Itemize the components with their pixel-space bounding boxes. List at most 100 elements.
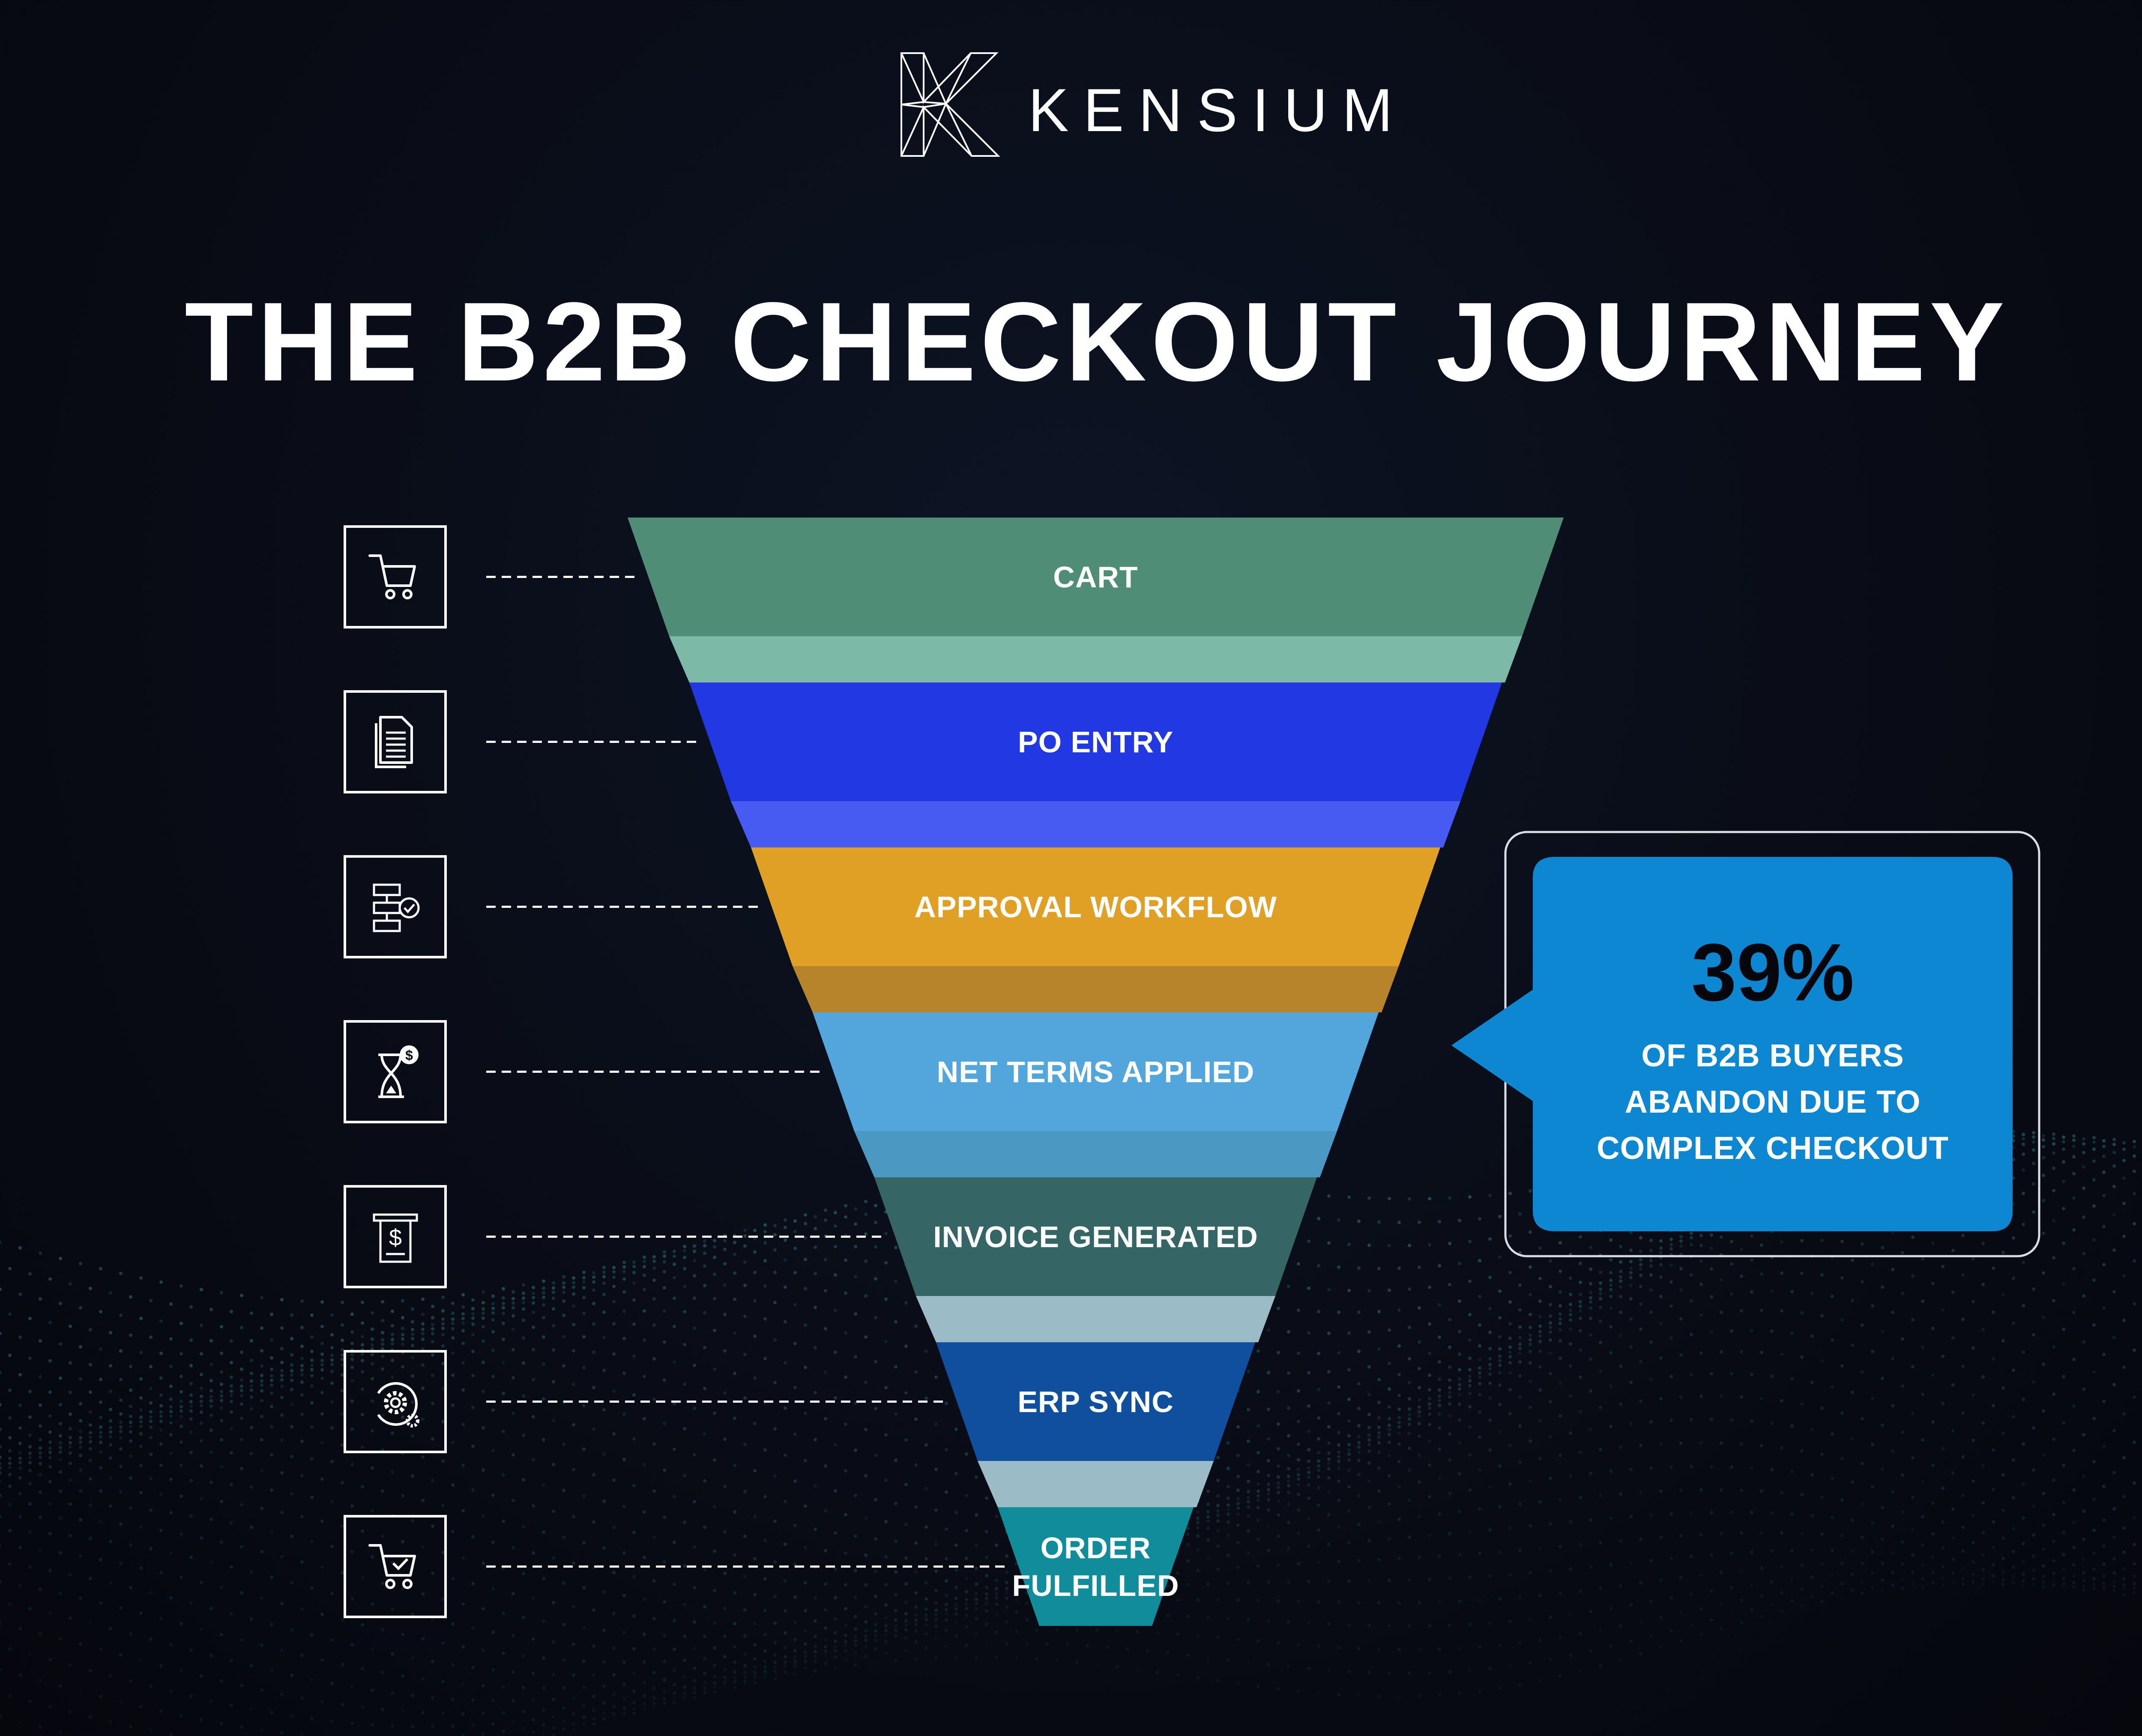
bg-dot — [2022, 1132, 2025, 1136]
bg-dot — [471, 1316, 475, 1320]
bg-dot — [602, 1293, 606, 1296]
bg-dot — [1307, 1239, 1310, 1243]
bg-dot — [1408, 1357, 1411, 1361]
bg-dot — [2042, 1173, 2045, 1177]
bg-dot — [1227, 1441, 1230, 1445]
bg-dot — [341, 1363, 344, 1367]
bg-dot — [864, 1294, 868, 1298]
bg-dot — [391, 1332, 394, 1336]
bg-dot — [652, 1323, 656, 1327]
bg-dot — [1428, 1373, 1431, 1377]
bg-dot — [330, 1346, 334, 1350]
bg-dot — [2052, 1132, 2055, 1136]
bg-dot — [914, 1324, 918, 1328]
bg-dot — [1428, 1285, 1431, 1289]
bg-dot — [1267, 1407, 1270, 1411]
bg-dot — [310, 1314, 314, 1317]
bg-dot — [1408, 1381, 1411, 1384]
bg-dot — [69, 1427, 72, 1431]
bg-dot — [643, 1288, 646, 1291]
bg-dot — [1307, 1286, 1310, 1290]
bg-dot — [1639, 1236, 1642, 1239]
bg-dot — [1327, 1288, 1331, 1292]
bg-dot — [612, 1322, 616, 1326]
bg-dot — [713, 1272, 716, 1276]
bg-dot — [149, 1386, 153, 1390]
bg-dot — [491, 1318, 495, 1322]
bg-dot — [59, 1376, 62, 1380]
bg-dot — [270, 1338, 273, 1342]
bg-dot — [8, 1436, 12, 1440]
bg-dot — [1559, 1241, 1562, 1245]
bg-dot — [320, 1352, 324, 1356]
bg-dot — [2092, 1178, 2096, 1182]
bg-dot — [240, 1368, 243, 1371]
bg-dot — [1438, 1360, 1441, 1364]
bg-dot — [542, 1296, 545, 1299]
bg-dot — [632, 1271, 636, 1275]
bg-dot — [300, 1364, 304, 1368]
bg-dot — [784, 1361, 787, 1365]
bg-dot — [209, 1339, 213, 1343]
bg-dot — [421, 1297, 425, 1301]
bg-dot — [673, 1276, 676, 1280]
bg-dot — [552, 1307, 555, 1311]
bg-dot — [411, 1320, 414, 1324]
bg-dot — [1538, 1324, 1542, 1328]
bg-dot — [1337, 1351, 1340, 1355]
bg-dot — [864, 1200, 868, 1203]
bg-dot — [2092, 1238, 2096, 1242]
bg-dot — [1498, 1215, 1502, 1218]
bg-dot — [320, 1368, 324, 1372]
bg-dot — [1448, 1365, 1451, 1369]
bg-dot — [572, 1281, 575, 1284]
bg-dot — [59, 1403, 62, 1407]
bg-dot — [2122, 1141, 2126, 1145]
bg-dot — [1579, 1262, 1582, 1265]
bg-dot — [411, 1337, 414, 1341]
bg-dot — [844, 1204, 847, 1208]
bg-dot — [310, 1358, 314, 1362]
bg-dot — [804, 1365, 807, 1369]
bg-dot — [703, 1346, 706, 1350]
bg-dot — [1508, 1300, 1512, 1304]
bg-dot — [39, 1403, 42, 1407]
bg-dot — [532, 1301, 535, 1305]
bg-dot — [230, 1339, 233, 1343]
bg-dot — [1690, 1236, 1693, 1239]
bg-dot — [0, 1332, 2, 1335]
bg-dot — [854, 1207, 857, 1211]
bg-dot — [240, 1326, 243, 1329]
bg-dot — [1448, 1242, 1451, 1245]
bg-dot — [844, 1375, 847, 1379]
bg-dot — [371, 1337, 374, 1341]
bg-dot — [1418, 1266, 1421, 1269]
bg-dot — [1347, 1419, 1351, 1423]
bg-dot — [69, 1436, 72, 1440]
bg-dot — [1287, 1406, 1290, 1410]
bg-dot — [1559, 1269, 1562, 1273]
bg-dot — [2062, 1160, 2065, 1164]
bg-dot — [441, 1309, 445, 1313]
bg-dot — [1367, 1330, 1371, 1334]
bg-dot — [129, 1404, 132, 1408]
bg-dot — [99, 1347, 102, 1351]
bg-dot — [48, 1414, 52, 1418]
bg-dot — [864, 1335, 868, 1339]
bg-dot — [773, 1338, 777, 1341]
bg-dot — [1337, 1311, 1340, 1314]
bg-dot — [48, 1321, 52, 1324]
bg-dot — [300, 1326, 304, 1329]
bg-dot — [451, 1336, 455, 1340]
bg-dot — [743, 1234, 747, 1238]
bg-dot — [1337, 1385, 1340, 1389]
bg-dot — [713, 1296, 716, 1300]
bg-dot — [2062, 1147, 2065, 1151]
bg-dot — [592, 1302, 595, 1305]
bg-dot — [502, 1296, 505, 1300]
bg-dot — [884, 1261, 888, 1265]
bg-dot — [683, 1267, 686, 1271]
bg-dot — [2122, 1202, 2126, 1206]
bg-dot — [1256, 1349, 1260, 1353]
bg-dot — [683, 1343, 686, 1347]
